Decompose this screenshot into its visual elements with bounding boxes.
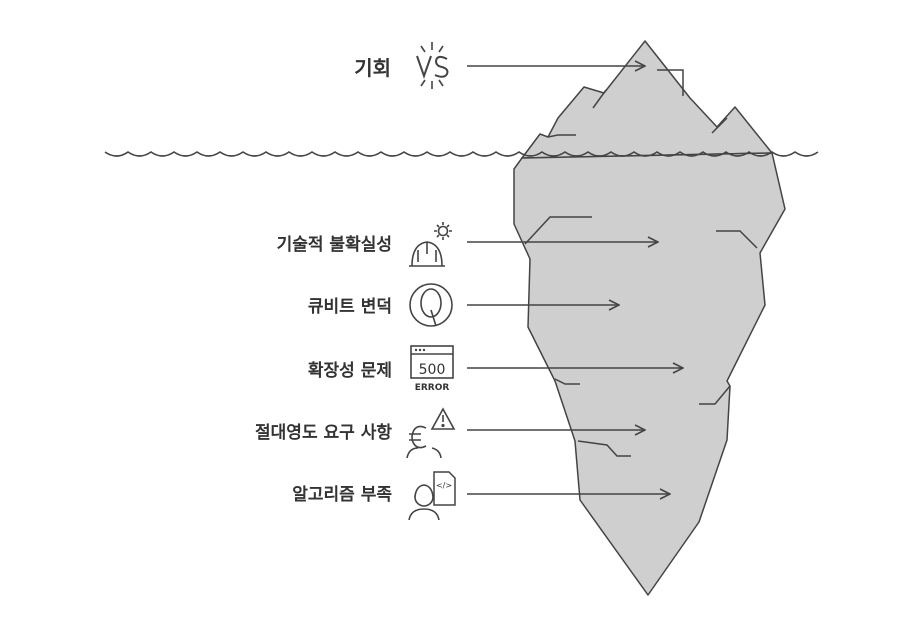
iceberg-base — [513, 152, 786, 596]
risk-label: 절대영도 요구 사항 — [255, 422, 392, 443]
developer-code-file-icon: </> — [408, 471, 456, 521]
engineer-hardhat-gear-icon — [409, 222, 452, 267]
risk-row: 알고리즘 부족 </> — [292, 471, 670, 521]
q-circle-icon — [409, 283, 453, 327]
error-text: ERROR — [415, 383, 450, 393]
risk-row: 큐비트 변덕 — [308, 283, 619, 327]
opportunity-label: 기회 — [354, 56, 391, 80]
risk-label: 알고리즘 부족 — [292, 485, 392, 505]
error-code-text: 500 — [419, 362, 446, 378]
risk-row: 절대영도 요구 사항 — [255, 407, 645, 459]
risk-label: 기술적 불확실성 — [277, 235, 392, 255]
water-line — [104, 151, 819, 157]
code-glyph: </> — [436, 481, 452, 490]
person-euro-warning-icon — [406, 407, 456, 459]
server-500-error-icon: 500 ERROR — [410, 345, 454, 393]
risk-row: 기술적 불확실성 — [277, 222, 658, 267]
risk-label: 큐비트 변덕 — [308, 297, 392, 317]
opportunity-row: 기회 — [354, 42, 645, 89]
risk-row: 확장성 문제 500 ERROR — [308, 345, 683, 393]
risk-label: 확장성 문제 — [308, 361, 392, 381]
iceberg-tip — [521, 40, 773, 159]
vs-icon — [416, 42, 449, 89]
